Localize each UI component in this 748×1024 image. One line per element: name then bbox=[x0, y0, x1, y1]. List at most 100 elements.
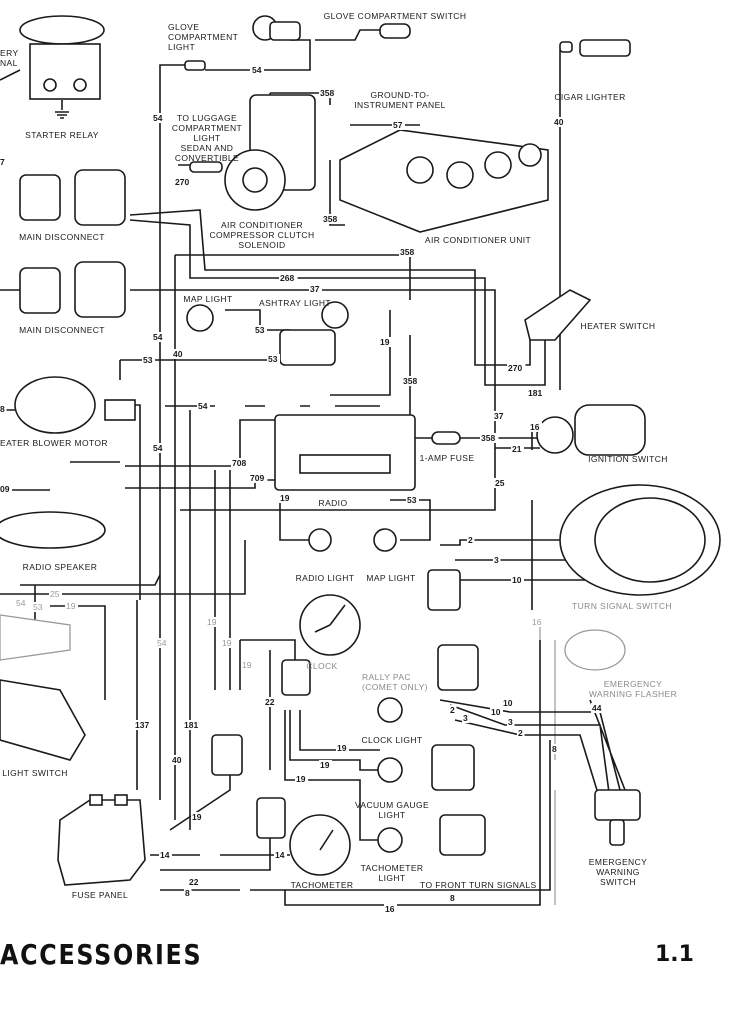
wire-label-background bbox=[295, 774, 308, 784]
wire-number: 14 bbox=[160, 850, 170, 860]
component-label: CIGAR LIGHTER bbox=[554, 92, 625, 102]
starter-relay bbox=[19, 15, 105, 119]
light-switch bbox=[0, 614, 86, 761]
wire-number: 268 bbox=[280, 273, 294, 283]
component-label-line: COMPRESSOR CLUTCH bbox=[209, 230, 314, 240]
wire-number: 3 bbox=[494, 555, 499, 565]
wire-number: 53 bbox=[143, 355, 153, 365]
wire-label-background bbox=[336, 743, 349, 753]
map-light-bulb-2 bbox=[373, 528, 397, 552]
component-label-line: COMPARTMENT bbox=[168, 32, 238, 42]
wire-label-background bbox=[267, 354, 280, 364]
component-label-line: GLOVE COMPARTMENT SWITCH bbox=[324, 11, 467, 21]
tachometer-needle bbox=[319, 829, 334, 851]
component-label-line: AIR CONDITIONER UNIT bbox=[425, 235, 531, 245]
wire-label-background bbox=[591, 703, 604, 713]
component-label-line: INSTRUMENT PANEL bbox=[354, 100, 446, 110]
wire-label-background bbox=[490, 707, 503, 717]
wire-number: 358 bbox=[481, 433, 495, 443]
map-light-bulb bbox=[186, 304, 214, 332]
component-label: RADIO SPEAKER bbox=[23, 562, 98, 572]
component-label-line: WARNING FLASHER bbox=[589, 689, 677, 699]
wire-label-background bbox=[279, 493, 292, 503]
wire-number: 8 bbox=[185, 888, 190, 898]
tachometer-light-bulb bbox=[377, 827, 403, 853]
wire-number: 40 bbox=[172, 755, 182, 765]
wire-number: 54 bbox=[153, 332, 163, 342]
wire-label-background bbox=[184, 888, 192, 898]
component-label-line: MAIN DISCONNECT bbox=[19, 325, 105, 335]
wire-label-background bbox=[462, 713, 470, 723]
wire-label-background bbox=[241, 660, 254, 670]
wire-label-background bbox=[172, 349, 185, 359]
wire-number: 8 bbox=[552, 744, 557, 754]
component-label-line: LIGHT bbox=[193, 133, 220, 143]
wire-number: 19 bbox=[66, 601, 76, 611]
component-label-line: MAP LIGHT bbox=[183, 294, 232, 304]
wire-label-background bbox=[183, 720, 202, 730]
ashtray-light-housing bbox=[279, 329, 336, 366]
glove-compartment-light-socket bbox=[184, 60, 206, 71]
component-label: RADIO bbox=[319, 498, 348, 508]
wire-label-background bbox=[551, 744, 559, 754]
wire-label-background bbox=[507, 363, 526, 373]
wire-number: 16 bbox=[532, 617, 542, 627]
wire-number: 54 bbox=[198, 401, 208, 411]
component-label-line: COMPARTMENT bbox=[172, 123, 242, 133]
component-label-line: TACHOMETER bbox=[361, 863, 424, 873]
components bbox=[0, 15, 721, 886]
radio-light-bulb bbox=[308, 528, 332, 552]
component-label: MAIN DISCONNECT bbox=[19, 325, 105, 335]
wire-label-background bbox=[319, 760, 332, 770]
component-label-line: RADIO LIGHT bbox=[296, 573, 355, 583]
wire-label-background bbox=[399, 247, 418, 257]
wire-number: 16 bbox=[530, 422, 540, 432]
component-label: 1-AMP FUSE bbox=[420, 453, 475, 463]
fuse-panel bbox=[57, 794, 146, 886]
wire-label-background bbox=[0, 157, 7, 167]
component-label-line: EMERGENCY bbox=[589, 857, 647, 867]
component-label-line: MAIN DISCONNECT bbox=[19, 232, 105, 242]
component-label-line: GLOVE bbox=[168, 22, 199, 32]
wire-label-background bbox=[279, 273, 298, 283]
vacuum-gauge-light-bulb bbox=[377, 757, 403, 783]
wire-number: 10 bbox=[503, 698, 513, 708]
wire-number: 37 bbox=[494, 411, 504, 421]
component-label: LIGHT SWITCH bbox=[2, 768, 68, 778]
wire-label-background bbox=[494, 478, 507, 488]
wire-number: 8 bbox=[450, 893, 455, 903]
wire-label-background bbox=[517, 728, 525, 738]
component-label-line: WARNING bbox=[596, 867, 640, 877]
wire-number: 7 bbox=[0, 157, 5, 167]
wire-label-background bbox=[480, 433, 499, 443]
component-label-line: VACUUM GAUGE bbox=[355, 800, 429, 810]
wire-label-background bbox=[174, 177, 193, 187]
wire-label-background bbox=[254, 325, 267, 335]
component-label-line: CLOCK bbox=[306, 661, 337, 671]
component-label-line: TURN SIGNAL SWITCH bbox=[572, 601, 672, 611]
ignition-switch bbox=[536, 404, 646, 456]
wire-number: 54 bbox=[157, 638, 167, 648]
wire-number: 16 bbox=[385, 904, 395, 914]
wire-number: 358 bbox=[403, 376, 417, 386]
component-label-line: TO FRONT TURN SIGNALS bbox=[420, 880, 537, 890]
component-label-line: ASHTRAY LIGHT bbox=[259, 298, 331, 308]
wire-number: 358 bbox=[320, 88, 334, 98]
wire-label-background bbox=[449, 893, 457, 903]
wire-label-background bbox=[319, 88, 338, 98]
wire-number: 358 bbox=[400, 247, 414, 257]
wire-number: 19 bbox=[337, 743, 347, 753]
component-label: AIR CONDITIONER UNIT bbox=[425, 235, 531, 245]
component-label: EATER BLOWER MOTOR bbox=[0, 438, 108, 448]
emergency-warning-switch bbox=[594, 789, 641, 846]
main-disconnect-1 bbox=[19, 169, 126, 226]
wire-number: 19 bbox=[280, 493, 290, 503]
component-label: GLOVE COMPARTMENT SWITCH bbox=[324, 11, 467, 21]
wire-number: 181 bbox=[528, 388, 542, 398]
wire-number: 10 bbox=[491, 707, 501, 717]
wire-label-background bbox=[171, 755, 184, 765]
